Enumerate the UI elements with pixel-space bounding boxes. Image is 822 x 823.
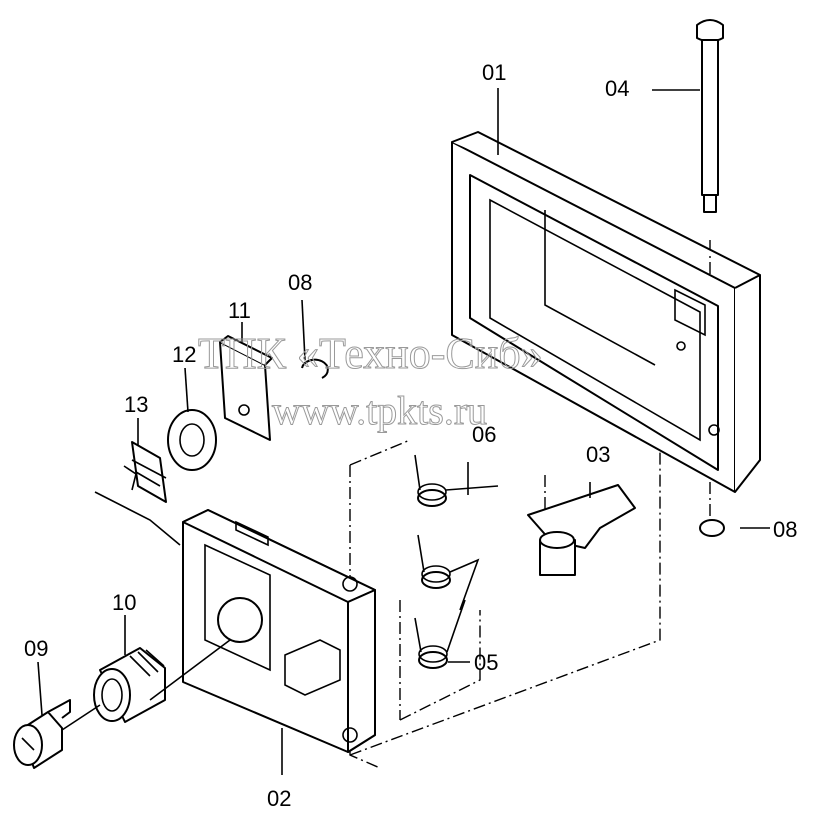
label-10: 10	[112, 590, 136, 615]
label-11: 11	[228, 298, 251, 323]
label-04: 04	[605, 76, 629, 101]
label-05: 05	[474, 650, 498, 675]
part-09-key-cylinder	[13, 699, 71, 769]
part-13-clip	[123, 441, 167, 503]
part-10-bushing	[93, 647, 166, 723]
label-08-upper: 08	[288, 270, 312, 295]
part-05-spring-upper	[417, 534, 480, 611]
label-08-lower: 08	[773, 517, 797, 542]
label-06: 06	[472, 422, 496, 447]
part-06-spring	[414, 454, 499, 507]
part-11-plate	[219, 335, 273, 441]
part-08-ring-upper	[301, 358, 329, 379]
watermark-line-1: ТПК «Техно-Сиб»	[198, 329, 543, 378]
label-12: 12	[172, 342, 196, 367]
label-01: 01	[482, 60, 506, 85]
label-03: 03	[586, 442, 610, 467]
part-04-pin	[696, 19, 724, 213]
part-08-ring-lower	[699, 519, 725, 537]
label-02: 02	[267, 786, 291, 811]
part-02-lock-body	[182, 509, 376, 753]
part-05-spring-lower	[414, 599, 466, 669]
watermark: ТПК «Техно-Сиб» www.tpkts.ru	[198, 329, 544, 434]
leader-lines	[37, 88, 770, 775]
watermark-line-2: www.tpkts.ru	[272, 388, 487, 433]
part-12-washer	[167, 409, 217, 471]
label-09: 09	[24, 636, 48, 661]
part-01-frame	[451, 131, 761, 493]
label-13: 13	[124, 392, 148, 417]
part-03-lever	[527, 484, 636, 576]
part-labels: 01 04 08 11 12 13 06 03 08 10 09 05 02	[24, 60, 797, 811]
